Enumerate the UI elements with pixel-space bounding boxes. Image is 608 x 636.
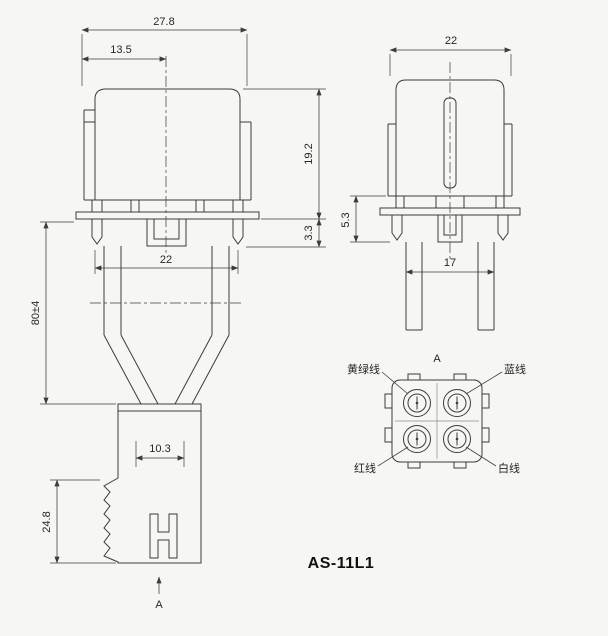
leader-blue (465, 371, 503, 395)
dim-lead-length: 80±4 (30, 221, 116, 405)
dim-label-base-width: 22 (160, 254, 172, 266)
terminal-top-right (443, 389, 471, 417)
dim-label-overall-width: 27.8 (153, 16, 174, 28)
dim-terminal-span: 17 (405, 257, 495, 275)
dim-label-flange-height: 3.3 (303, 225, 315, 240)
right-clip-side (497, 215, 509, 241)
dim-front-body-height: 19.2 (243, 88, 326, 220)
dim-side-flange-height: 5.3 (340, 195, 390, 243)
right-clip-front (232, 219, 244, 245)
base-plate-side (379, 207, 521, 216)
connector-body (391, 379, 483, 463)
terminal-bottom-right (443, 425, 471, 453)
left-clip-front (91, 219, 103, 245)
dim-front-overall-width: 27.8 (81, 16, 248, 86)
side-view: 22 5.3 (340, 35, 521, 331)
section-arrow: A (155, 576, 163, 611)
mount-base-front (75, 200, 260, 247)
terminal-top-left (403, 389, 431, 417)
base-plate-front (75, 211, 260, 220)
wire-callouts: 黄绿线 蓝线 红线 白线 (347, 362, 526, 475)
part-number-title: AS-11L1 (308, 555, 375, 572)
detail-view-label: A (433, 353, 441, 365)
plug-h-slot (149, 513, 178, 559)
terminal-bottom-left (403, 425, 431, 453)
wire-label-red: 红线 (354, 461, 376, 475)
dim-side-width: 22 (389, 35, 512, 76)
center-latch-inner (153, 219, 180, 240)
leader-white (465, 446, 497, 467)
dim-label-plug-height: 24.8 (41, 511, 53, 532)
wire-label-white: 白线 (498, 461, 520, 475)
connector-housing (384, 373, 490, 469)
side-slot (443, 97, 457, 189)
terminal-prongs (405, 242, 495, 331)
dim-label-lead-length: 80±4 (30, 301, 42, 325)
center-latch-outer (146, 219, 187, 247)
leader-red (377, 446, 409, 467)
lead-wires (90, 246, 243, 405)
wire-label-blue: 蓝线 (504, 362, 526, 376)
relay-body-front (83, 88, 252, 201)
connector-detail-view: A (347, 353, 526, 475)
plug-outline (103, 403, 202, 564)
wire-label-yellow-green: 黄绿线 (347, 362, 380, 376)
dim-front-flange-height: 3.3 (246, 218, 326, 248)
dim-label-plug-width: 10.3 (149, 443, 170, 455)
section-mark-label: A (155, 599, 163, 611)
dim-label-terminal-span: 17 (444, 257, 456, 269)
dim-label-body-height: 19.2 (303, 143, 315, 164)
dim-plug-height: 24.8 (41, 479, 116, 564)
left-clip-side (391, 215, 403, 241)
dim-label-half-width: 13.5 (110, 44, 131, 56)
plug-connector (103, 403, 202, 564)
dim-label-side-flange: 5.3 (340, 212, 352, 227)
dim-plug-width: 10.3 (135, 441, 185, 467)
dim-front-base-width: 22 (94, 250, 239, 274)
front-view: 27.8 13.5 (30, 16, 326, 611)
dim-label-side-width: 22 (445, 35, 457, 47)
mount-base-side (379, 195, 521, 243)
leader-yellow-green (381, 371, 409, 395)
dim-front-half-width: 13.5 (81, 44, 167, 62)
